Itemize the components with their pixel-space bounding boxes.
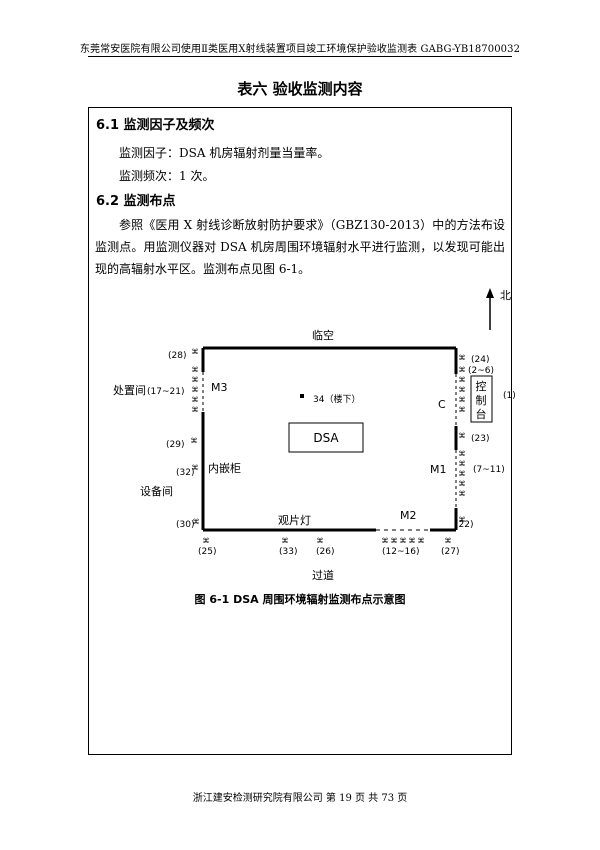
point-label-26: (26) bbox=[316, 547, 334, 557]
point-label-27: (27) bbox=[441, 547, 459, 557]
point-marker: ⌘ bbox=[191, 437, 198, 445]
label-cabinet: 内嵌柜 bbox=[208, 461, 241, 475]
label-c: C bbox=[438, 398, 446, 411]
point-marker: ⌘ bbox=[317, 537, 324, 545]
point-marker: ⌘ bbox=[459, 450, 466, 458]
point-label-22: (22) bbox=[455, 520, 473, 530]
point-label-7-11: (7~11) bbox=[473, 465, 505, 475]
point-marker: ⌘ bbox=[459, 432, 466, 440]
point-marker: ⌘ bbox=[445, 537, 452, 545]
point-label-28: (28) bbox=[168, 351, 186, 361]
point-marker: ⌘ bbox=[192, 366, 199, 374]
control-room bbox=[470, 375, 493, 423]
label-m2: M2 bbox=[400, 509, 417, 522]
point-marker: ⌘ bbox=[382, 537, 389, 545]
label-equipment-room: 设备间 bbox=[140, 484, 173, 498]
label-treatment-room: 处置间 bbox=[113, 384, 146, 397]
point-marker: ⌘ bbox=[459, 396, 466, 404]
label-top-side: 临空 bbox=[312, 328, 334, 342]
point-label-23: (23) bbox=[471, 434, 489, 444]
point-label-1: (1) bbox=[503, 391, 516, 401]
point-marker-34 bbox=[300, 394, 304, 398]
point-label-25: (25) bbox=[198, 547, 216, 557]
point-marker: ⌘ bbox=[459, 376, 466, 384]
point-label-2-6: (2~6) bbox=[468, 366, 494, 376]
point-label-30: (30) bbox=[176, 520, 194, 530]
point-marker: ⌘ bbox=[459, 386, 466, 394]
point-marker: ⌘ bbox=[192, 464, 199, 472]
control-room-char-3: 台 bbox=[476, 407, 487, 421]
point-label-17-21: (17~21) bbox=[147, 387, 184, 397]
point-marker: ⌘ bbox=[192, 386, 199, 394]
point-marker: ⌘ bbox=[400, 537, 407, 545]
point-marker: ⌘ bbox=[192, 406, 199, 414]
point-marker: ⌘ bbox=[459, 516, 466, 524]
point-marker: ⌘ bbox=[391, 537, 398, 545]
point-marker: ⌘ bbox=[418, 537, 425, 545]
dsa-equipment bbox=[288, 422, 364, 453]
label-m1: M1 bbox=[430, 463, 447, 476]
page-footer: 浙江建安检测研究院有限公司 第 19 页 共 73 页 bbox=[192, 793, 408, 804]
dsa-equipment-label: DSA bbox=[313, 431, 339, 445]
content-frame bbox=[88, 107, 512, 755]
point-label-12-16: (12~16) bbox=[382, 547, 419, 557]
point-marker: ⌘ bbox=[459, 480, 466, 488]
label-viewer: 观片灯 bbox=[278, 514, 311, 527]
point-marker: ⌘ bbox=[203, 537, 210, 545]
monitoring-point-markers: ⌘ ⌘ ⌘ ⌘ ⌘ ⌘ ⌘ ⌘ ⌘ ⌘ ⌘ ⌘ ⌘ ⌘ ⌘ ⌘ ⌘ ⌘ ⌘ ⌘ … bbox=[191, 348, 466, 545]
figure-caption: 图 6-1 DSA 周围环境辐射监测布点示意图 bbox=[195, 592, 406, 606]
running-header: 东莞常安医院有限公司使用Ⅱ类医用X射线装置项目竣工环境保护验收监测表 GABG-… bbox=[79, 44, 521, 55]
point-marker: ⌘ bbox=[282, 537, 289, 545]
point-marker: ⌘ bbox=[409, 537, 416, 545]
point-label-29: (29) bbox=[166, 440, 184, 450]
point-marker: ⌘ bbox=[192, 396, 199, 404]
point-label-24: (24) bbox=[471, 355, 489, 365]
section-6-1-heading: 6.1 监测因子及频次 bbox=[96, 118, 215, 133]
point-marker: ⌘ bbox=[459, 366, 466, 374]
table-title: 表六 验收监测内容 bbox=[237, 80, 363, 98]
point-label-32: (32) bbox=[176, 468, 194, 478]
point-marker: ⌘ bbox=[459, 460, 466, 468]
section-6-2-heading: 6.2 监测布点 bbox=[96, 194, 176, 209]
north-arrow-head bbox=[486, 288, 494, 298]
point-marker: ⌘ bbox=[459, 406, 466, 414]
label-m3: M3 bbox=[211, 381, 228, 394]
point-label-33: (33) bbox=[279, 547, 297, 557]
control-room-char-1: 控 bbox=[476, 379, 487, 393]
point-marker: ⌘ bbox=[192, 376, 199, 384]
header-rule bbox=[88, 56, 512, 57]
point-marker: ⌘ bbox=[193, 518, 200, 526]
monitoring-frequency: 监测频次：1 次。 bbox=[119, 169, 215, 183]
control-room-char-2: 制 bbox=[476, 394, 487, 407]
section-6-2-paragraph: 参照《医用 X 射线诊断放射防护要求》（GBZ130-2013）中的方法布设监测… bbox=[95, 218, 505, 276]
north-label: 北 bbox=[500, 289, 511, 302]
monitoring-factor: 监测因子：DSA 机房辐射剂量当量率。 bbox=[119, 146, 330, 160]
label-bottom-side: 过道 bbox=[312, 568, 334, 582]
point-marker: ⌘ bbox=[459, 354, 466, 362]
point-label-34: 34（楼下） bbox=[313, 393, 360, 405]
point-marker: ⌘ bbox=[459, 490, 466, 498]
point-marker: ⌘ bbox=[459, 470, 466, 478]
point-marker: ⌘ bbox=[192, 348, 199, 356]
